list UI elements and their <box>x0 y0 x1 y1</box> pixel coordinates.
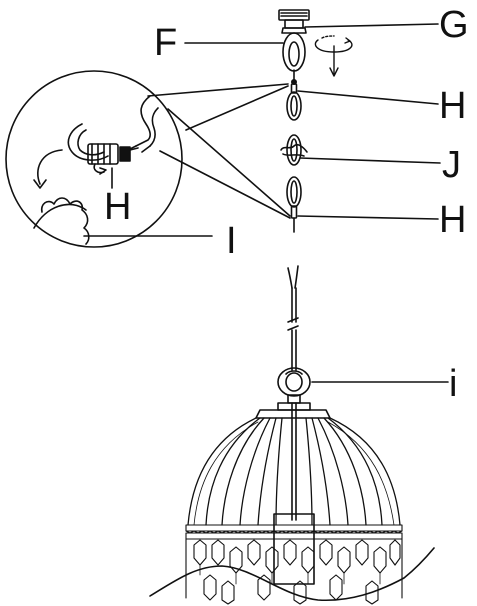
swivel-hook-f <box>282 32 306 86</box>
label-h-detail: H <box>104 186 132 228</box>
shade-crown <box>255 402 331 585</box>
beaded-band <box>185 524 403 599</box>
chain <box>280 83 308 233</box>
label-h-top: H <box>439 85 467 127</box>
label-f: F <box>154 22 178 64</box>
label-g: G <box>439 4 469 46</box>
crystal-drops <box>193 539 401 605</box>
canopy-fitting <box>278 9 310 34</box>
label-i-loop: i <box>449 363 458 405</box>
label-h-bottom: H <box>439 199 467 241</box>
shade-dome <box>187 417 401 526</box>
power-cord <box>287 265 299 371</box>
detail-magnifier <box>5 70 291 248</box>
leader-lines <box>184 23 449 383</box>
label-i-detail: I <box>226 220 237 262</box>
top-loop <box>277 367 311 404</box>
cutaway-line <box>149 547 435 602</box>
label-j: J <box>442 144 461 186</box>
rotate-arrow-icon <box>314 35 353 77</box>
